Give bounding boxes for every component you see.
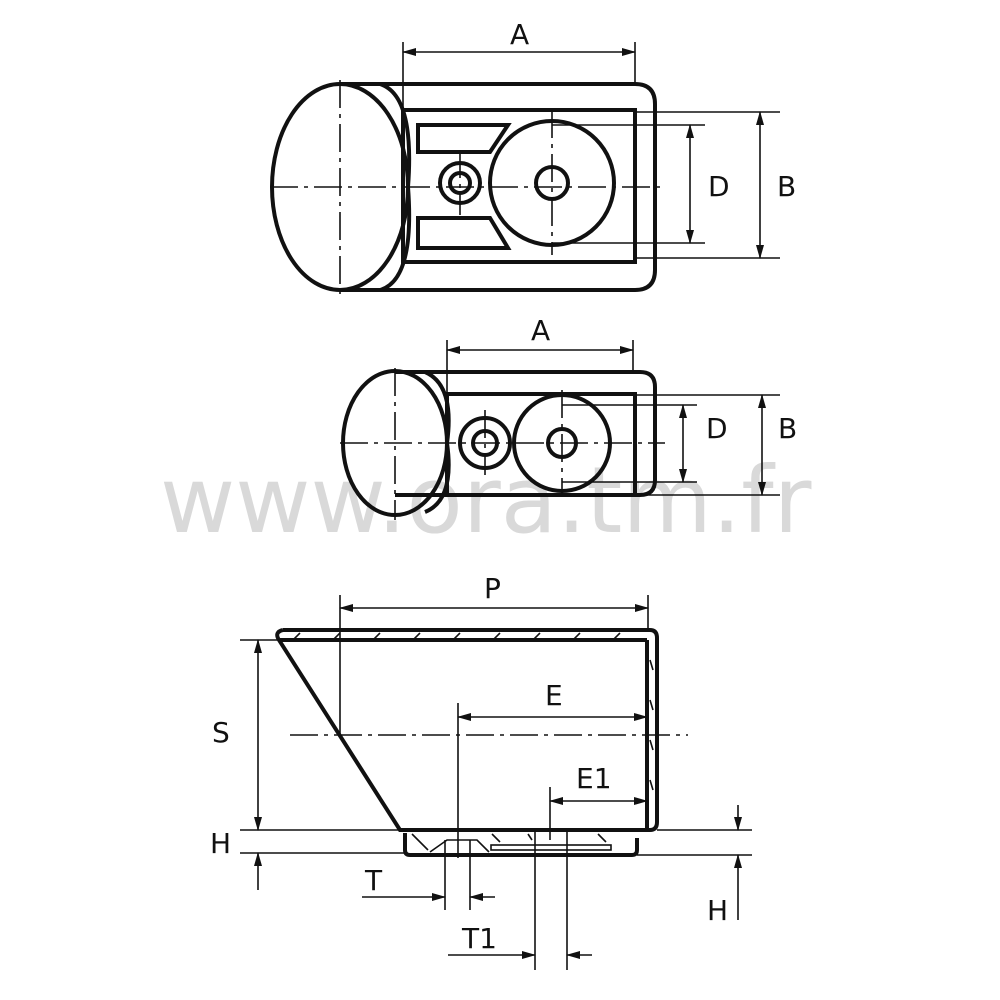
side-view: [240, 595, 752, 970]
top-dim-a-label: A: [510, 18, 529, 51]
side-dim-e1-label: E1: [576, 762, 612, 795]
top-view: [270, 42, 780, 295]
side-dim-h-left-label: H: [210, 827, 231, 860]
side-dim-p-label: P: [484, 572, 501, 605]
middle-view: [340, 340, 780, 520]
side-dim-e-label: E: [545, 679, 563, 712]
side-dim-h-right-label: H: [707, 894, 728, 927]
middle-dim-a-label: A: [531, 314, 550, 347]
middle-dim-d-label: D: [706, 412, 728, 445]
side-dim-t1-label: T1: [461, 922, 497, 955]
middle-dim-b-label: B: [778, 412, 797, 445]
side-dim-s-label: S: [212, 716, 230, 749]
top-dim-d-label: D: [708, 170, 730, 203]
top-dim-b-label: B: [777, 170, 796, 203]
side-dim-t-label: T: [364, 864, 383, 897]
